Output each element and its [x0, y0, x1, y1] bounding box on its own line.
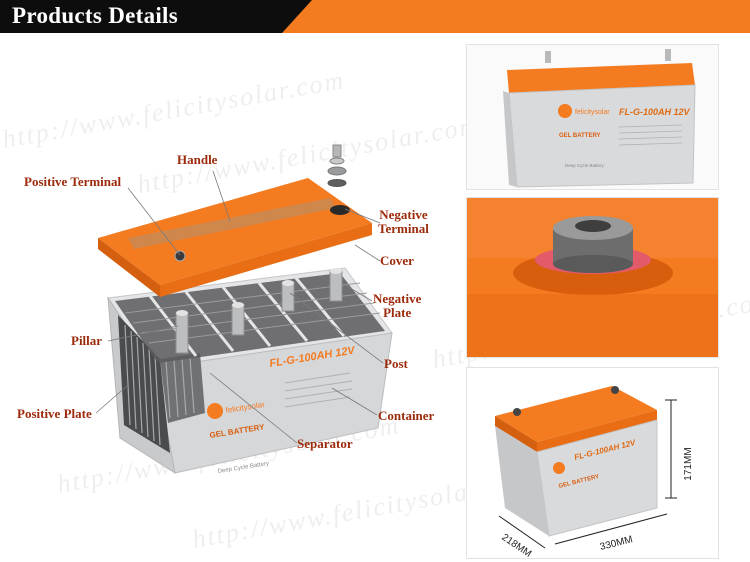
label-negative-terminal: Negative Terminal: [378, 208, 429, 236]
label-positive-plate: Positive Plate: [17, 406, 92, 421]
label-separator: Separator: [297, 436, 353, 451]
model-text: FL-G-100AH 12V: [619, 107, 691, 117]
brand-text: felicitysolar: [575, 109, 610, 116]
banner-background: [0, 0, 750, 33]
label-negative-plate: Negative Plate: [373, 292, 421, 320]
type-text: GEL BATTERY: [559, 133, 601, 139]
photo-battery-top: felicitysolar FL-G-100AH 12V GEL BATTERY…: [466, 44, 719, 190]
label-post: Post: [384, 356, 408, 371]
label-pillar: Pillar: [71, 333, 103, 348]
label-cover: Cover: [380, 253, 414, 268]
height-dimension: 171MM: [683, 447, 694, 480]
pillars: [175, 268, 343, 354]
label-negative-terminal-line1: Negative: [379, 207, 428, 222]
header-banner: Products Details: [0, 0, 750, 33]
leader-lines: [95, 170, 384, 444]
photo-terminal-closeup: [466, 197, 719, 358]
terminal-closeup-image: [467, 198, 718, 357]
tagline-text: Deep Cycle Battery: [217, 461, 269, 475]
battery-dimensions-image: FL-G-100AH 12V GEL BATTERY 171MM 330MM 2…: [495, 386, 694, 558]
dimension-lines: [498, 399, 677, 549]
label-negative-plate-line2: Plate: [383, 305, 412, 320]
exploded-battery-diagram: FL-G-100AH 12V felicitysolar GEL BATTERY…: [95, 144, 393, 475]
label-container: Container: [378, 408, 435, 423]
tagline-text: Deep Cycle Battery: [565, 163, 605, 168]
terminal-hardware: [327, 144, 347, 187]
label-negative-plate-line1: Negative: [373, 291, 422, 306]
label-positive-terminal: Positive Terminal: [24, 174, 122, 189]
battery-top-image: felicitysolar FL-G-100AH 12V GEL BATTERY…: [503, 49, 696, 188]
label-handle: Handle: [177, 152, 218, 167]
label-negative-terminal-line2: Terminal: [378, 221, 429, 236]
section-title: Products Details: [12, 3, 179, 28]
length-dimension: 330MM: [599, 534, 634, 553]
battery-cover: [98, 178, 372, 297]
photo-battery-dimensions: FL-G-100AH 12V GEL BATTERY 171MM 330MM 2…: [466, 367, 719, 559]
